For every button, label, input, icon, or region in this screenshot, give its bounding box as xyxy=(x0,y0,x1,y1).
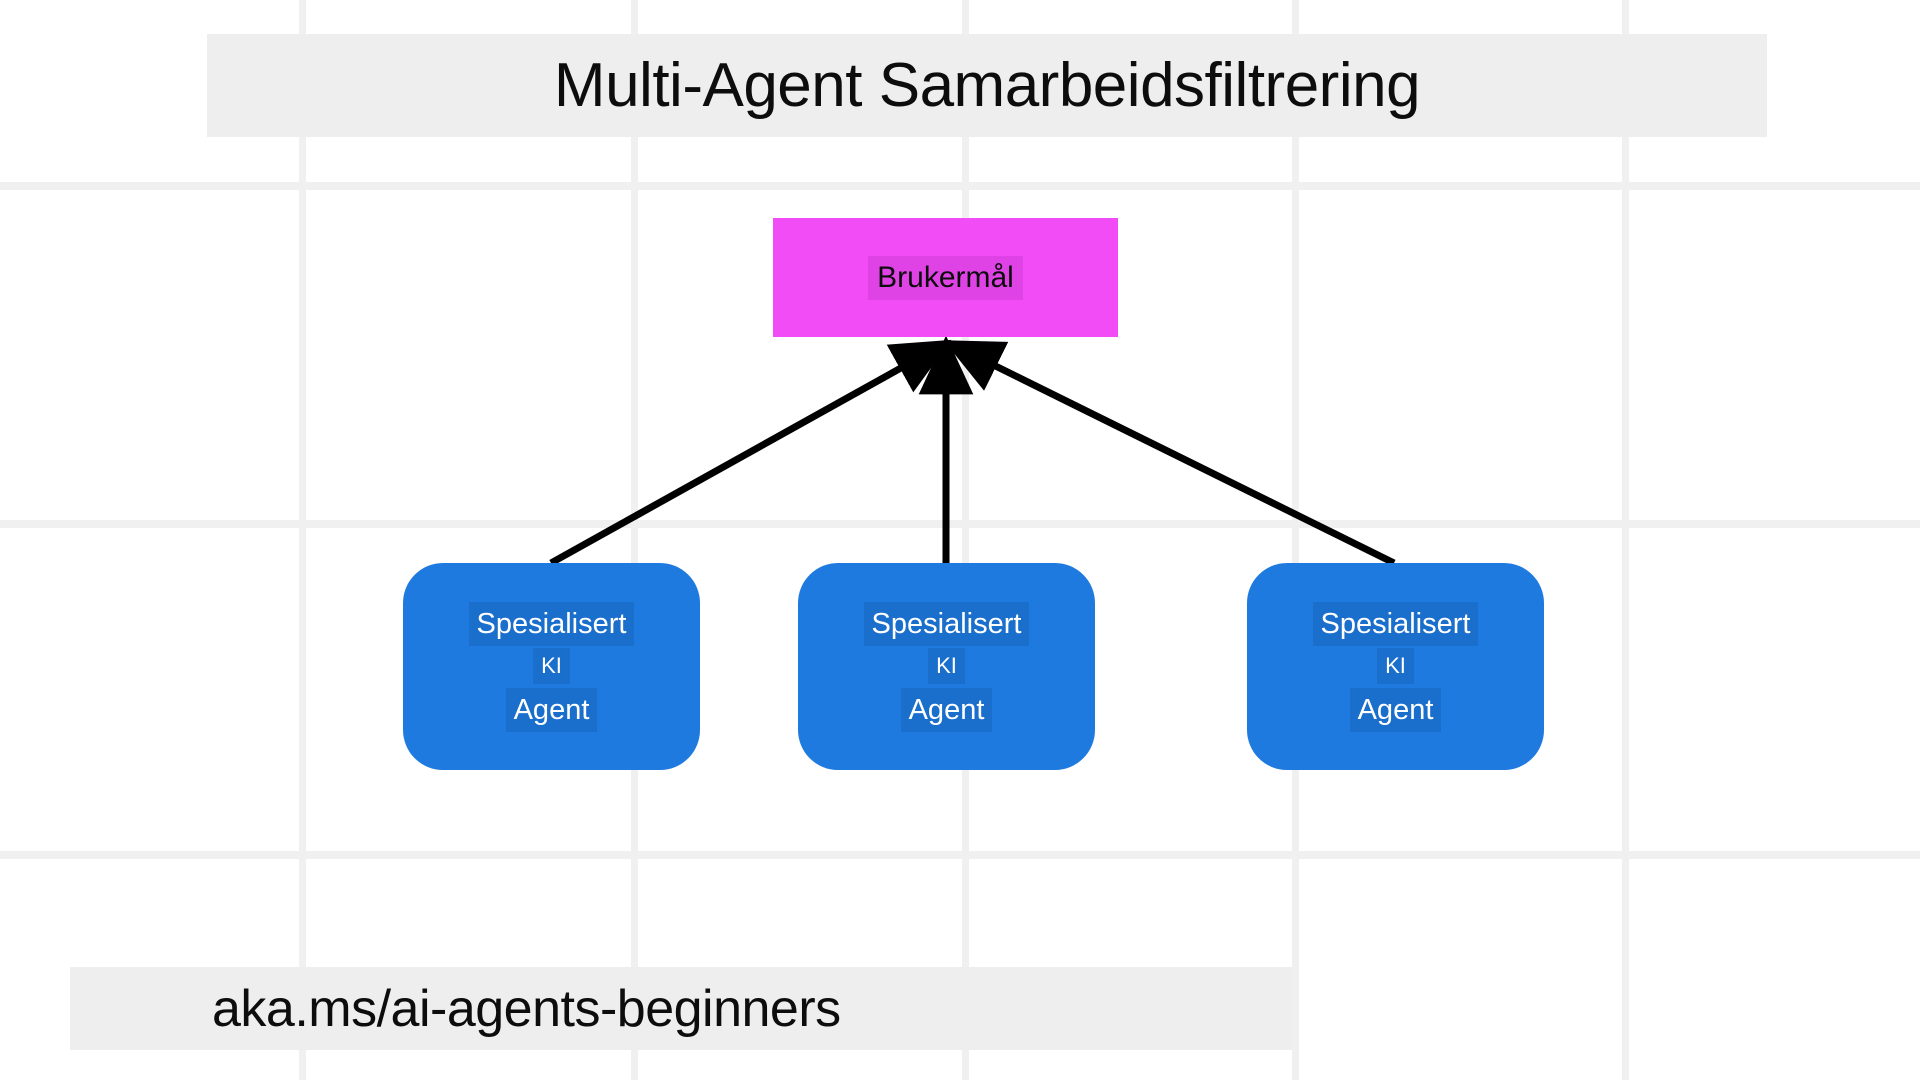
grid-line-vertical xyxy=(631,0,638,1080)
grid-line-vertical xyxy=(962,0,969,1080)
agent-label-line1: Spesialisert xyxy=(1312,601,1479,646)
grid-line-vertical xyxy=(299,0,306,1080)
agent-label-line2: KI xyxy=(928,647,965,684)
agent-label-line1: Spesialisert xyxy=(863,601,1030,646)
agent-label-line3: Agent xyxy=(1349,687,1442,732)
edge-agent3-to-goal xyxy=(943,340,1396,567)
page-title: Multi-Agent Samarbeidsfiltrering xyxy=(553,51,1421,120)
grid-line-horizontal xyxy=(0,182,1920,190)
node-specialized-ai-agent-3[interactable]: Spesialisert KI Agent xyxy=(1247,563,1544,770)
grid-line-vertical xyxy=(1292,0,1299,1080)
node-specialized-ai-agent-1[interactable]: Spesialisert KI Agent xyxy=(403,563,700,770)
agent-label-line1: Spesialisert xyxy=(468,601,635,646)
agent-label-line2: KI xyxy=(1377,647,1414,684)
node-user-goal-label: Brukermål xyxy=(868,255,1023,300)
footer-band xyxy=(70,967,1292,1050)
node-specialized-ai-agent-2[interactable]: Spesialisert KI Agent xyxy=(798,563,1095,770)
node-user-goal[interactable]: Brukermål xyxy=(773,218,1118,337)
agent-label-line2: KI xyxy=(533,647,570,684)
agent-label-line3: Agent xyxy=(900,687,993,732)
grid-line-horizontal xyxy=(0,851,1920,859)
agent-label-line3: Agent xyxy=(505,687,598,732)
page-title-band xyxy=(207,34,1767,137)
grid-line-horizontal xyxy=(0,520,1920,528)
footer-link[interactable]: aka.ms/ai-agents-beginners xyxy=(212,979,841,1038)
edge-agent1-to-goal xyxy=(549,339,952,567)
grid-line-vertical xyxy=(1622,0,1629,1080)
